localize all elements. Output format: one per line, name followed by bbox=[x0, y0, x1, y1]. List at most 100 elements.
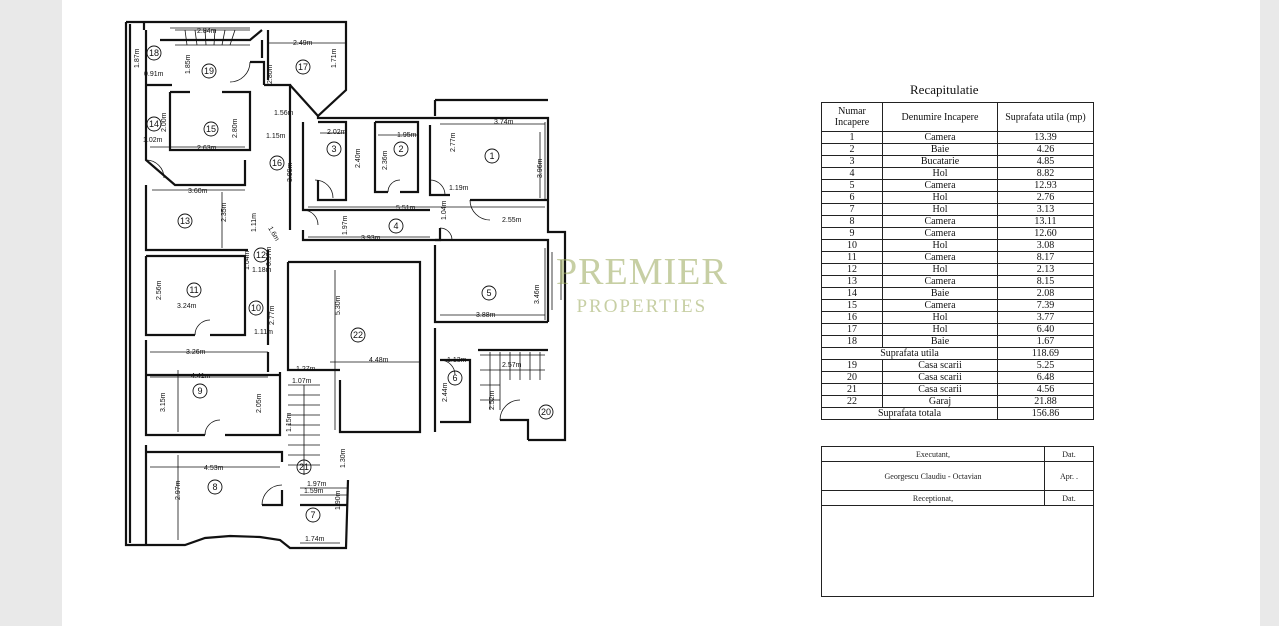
room-label-20: 20 bbox=[541, 407, 551, 417]
dim-label: 4.53m bbox=[204, 465, 224, 472]
plan-walls bbox=[124, 20, 567, 550]
table-cell-num: 3 bbox=[821, 155, 883, 168]
dim-label: 1.95m bbox=[397, 132, 417, 139]
dim-label: 1.18m bbox=[252, 267, 272, 274]
dim-label: 1.85m bbox=[185, 54, 192, 74]
table-cell-name: Hol bbox=[882, 203, 998, 216]
table-cell-name: Hol bbox=[882, 311, 998, 324]
dim-label: 1.04m bbox=[441, 200, 448, 220]
dim-label: 3.26m bbox=[186, 349, 206, 356]
dim-label: 1.6m bbox=[266, 226, 280, 243]
dim-label: 3.88m bbox=[476, 312, 496, 319]
dim-label: 3.96m bbox=[537, 158, 544, 178]
table-cell-num: 19 bbox=[821, 359, 883, 372]
table-cell-area: 21.88 bbox=[997, 395, 1094, 408]
table-cell-num: 1 bbox=[821, 131, 883, 144]
recap-title: Recapitulatie bbox=[910, 82, 979, 97]
dim-label: 3.60m bbox=[188, 188, 208, 195]
room-label-17: 17 bbox=[298, 62, 308, 72]
dim-label: 2.05m bbox=[256, 393, 263, 413]
table-cell-num: 11 bbox=[821, 251, 883, 264]
useful-area-row-label: Suprafata utila bbox=[821, 347, 998, 360]
table-cell-name: Camera bbox=[882, 179, 998, 192]
table-cell-name: Camera bbox=[882, 251, 998, 264]
room-numbers: 1 2 3 4 5 6 7 8 9 10 11 12 13 14 15 16 1… bbox=[149, 48, 551, 520]
table-cell-num: 10 bbox=[821, 239, 883, 252]
table-cell-name: Camera bbox=[882, 227, 998, 240]
dim-label: 5.30m bbox=[335, 295, 342, 315]
table-cell-num: 5 bbox=[821, 179, 883, 192]
col-header-name: Denumire Incapere bbox=[882, 102, 998, 132]
dim-label: 1.15m bbox=[286, 412, 293, 432]
table-cell-num: 13 bbox=[821, 275, 883, 288]
dim-label: 2.80m bbox=[267, 64, 274, 84]
table-cell-num: 18 bbox=[821, 335, 883, 348]
table-cell-num: 12 bbox=[821, 263, 883, 276]
table-cell-num: 17 bbox=[821, 323, 883, 336]
dim-label: 0.97m bbox=[266, 246, 273, 266]
table-cell-name: Camera bbox=[882, 131, 998, 144]
dim-label: 1.27m bbox=[296, 366, 316, 373]
dim-label: 2.57m bbox=[502, 362, 522, 369]
room-label-3: 3 bbox=[331, 144, 336, 154]
table-cell-area: 2.76 bbox=[997, 191, 1094, 204]
dim-label: 3.99m bbox=[287, 162, 294, 182]
table-cell-name: Baie bbox=[882, 287, 998, 300]
table-cell-name: Baie bbox=[882, 335, 998, 348]
recap-table: Numar Incapere Denumire Incapere Suprafa… bbox=[821, 102, 1094, 420]
room-label-16: 16 bbox=[272, 158, 282, 168]
table-cell-name: Camera bbox=[882, 275, 998, 288]
table-cell-area: 12.60 bbox=[997, 227, 1094, 240]
table-cell-area: 3.77 bbox=[997, 311, 1094, 324]
table-cell-area: 8.82 bbox=[997, 167, 1094, 180]
dim-label: 2.36m bbox=[382, 150, 389, 170]
room-label-5: 5 bbox=[486, 288, 491, 298]
table-cell-num: 8 bbox=[821, 215, 883, 228]
dim-label: 2.35m bbox=[221, 202, 228, 222]
room-label-7: 7 bbox=[310, 510, 315, 520]
table-cell-name: Hol bbox=[882, 239, 998, 252]
table-cell-name: Casa scarii bbox=[882, 371, 998, 384]
dim-label: 1.30m bbox=[340, 448, 347, 468]
room-markers bbox=[146, 45, 554, 523]
dim-label: 5.51m bbox=[396, 205, 416, 212]
room-label-14: 14 bbox=[149, 119, 159, 129]
table-cell-area: 1.67 bbox=[997, 335, 1094, 348]
useful-area-row-value: 118.69 bbox=[997, 347, 1094, 360]
table-cell-name: Casa scarii bbox=[882, 383, 998, 396]
table-cell-area: 5.25 bbox=[997, 359, 1094, 372]
table-cell-num: 4 bbox=[821, 167, 883, 180]
room-label-18: 18 bbox=[149, 48, 159, 58]
col-header-number: Numar Incapere bbox=[821, 102, 883, 132]
room-label-2: 2 bbox=[398, 144, 403, 154]
date-field-2: Apr. . bbox=[1044, 461, 1094, 491]
table-cell-name: Camera bbox=[882, 299, 998, 312]
table-cell-num: 6 bbox=[821, 191, 883, 204]
dim-label: 1.19m bbox=[449, 185, 469, 192]
room-label-13: 13 bbox=[180, 216, 190, 226]
dim-label: 4.48m bbox=[369, 357, 389, 364]
col-header-area: Suprafata utila (mp) bbox=[997, 102, 1094, 132]
dimension-labels: 2.84m 2.49m 1.87m 0.91m 1.85m 2.80m 1.71… bbox=[134, 28, 544, 543]
signature-area bbox=[821, 505, 1094, 597]
table-cell-area: 4.56 bbox=[997, 383, 1094, 396]
dim-label: 0.91m bbox=[144, 71, 164, 78]
table-cell-area: 6.40 bbox=[997, 323, 1094, 336]
table-cell-area: 3.08 bbox=[997, 239, 1094, 252]
dim-label: 1.04m bbox=[244, 250, 251, 270]
table-cell-num: 14 bbox=[821, 287, 883, 300]
executant-label: Executant, bbox=[821, 446, 1045, 462]
table-cell-num: 2 bbox=[821, 143, 883, 156]
table-cell-area: 8.17 bbox=[997, 251, 1094, 264]
